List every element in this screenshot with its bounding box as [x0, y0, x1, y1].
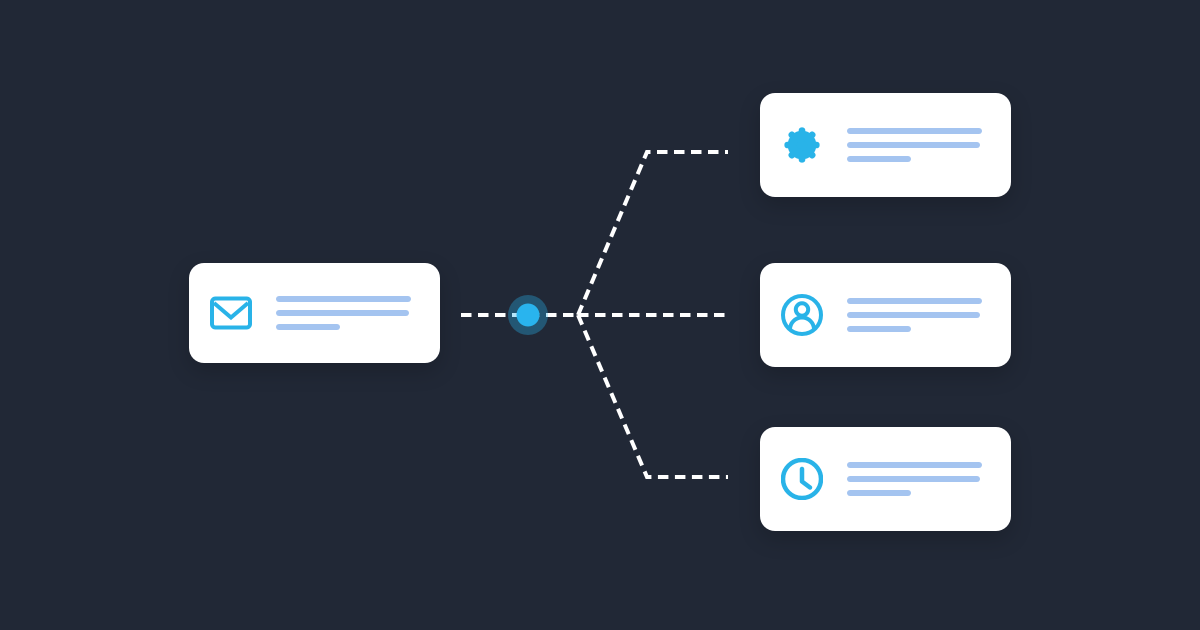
skeleton-text-block	[847, 298, 982, 332]
skeleton-text-block	[847, 462, 982, 496]
connector-branch-top	[576, 150, 728, 316]
skeleton-line	[276, 324, 340, 330]
skeleton-line	[847, 156, 911, 162]
skeleton-text-block	[847, 128, 982, 162]
skeleton-line	[847, 312, 980, 318]
connector-branch-bottom	[576, 314, 728, 479]
skeleton-line	[847, 128, 982, 134]
skeleton-line	[847, 142, 980, 148]
mail-icon	[210, 292, 252, 334]
skeleton-line	[276, 310, 409, 316]
user-icon	[781, 294, 823, 336]
gear-card[interactable]	[760, 93, 1011, 197]
skeleton-line	[847, 326, 911, 332]
skeleton-line	[847, 462, 982, 468]
gear-icon	[781, 124, 823, 166]
skeleton-line	[847, 298, 982, 304]
clock-icon	[781, 458, 823, 500]
mail-card[interactable]	[189, 263, 440, 363]
skeleton-line	[847, 490, 911, 496]
clock-card[interactable]	[760, 427, 1011, 531]
user-card[interactable]	[760, 263, 1011, 367]
skeleton-line	[276, 296, 411, 302]
branch-node-dot[interactable]	[516, 303, 540, 327]
skeleton-line	[847, 476, 980, 482]
skeleton-text-block	[276, 296, 411, 330]
